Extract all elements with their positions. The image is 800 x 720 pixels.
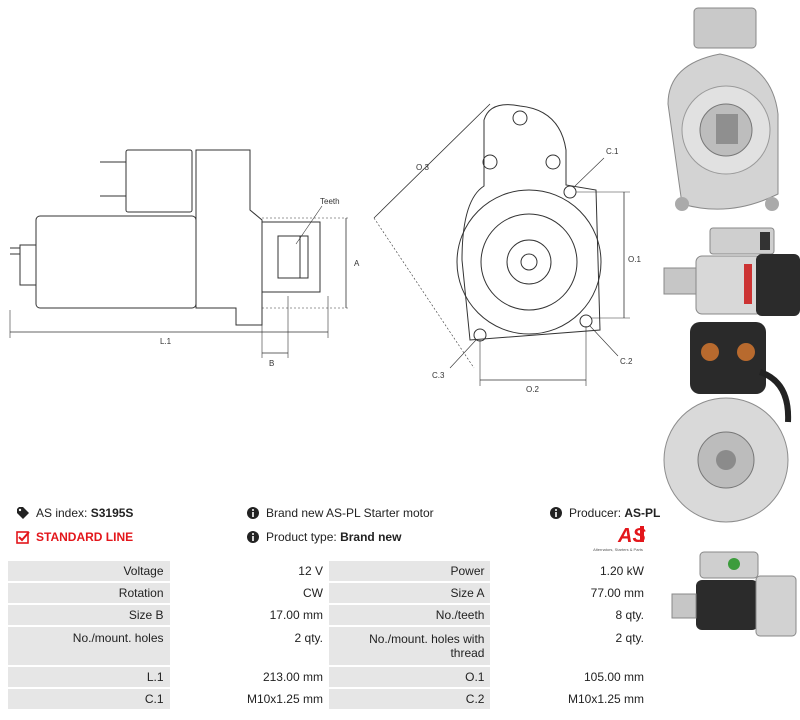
o3-dimension-line bbox=[373, 103, 491, 219]
as-index-row: AS index: S3195S bbox=[16, 506, 133, 520]
as-pl-logo: AS Alternators, Starters & Parts bbox=[586, 522, 648, 554]
spec-value: 1.20 kW bbox=[490, 561, 650, 581]
label-b: B bbox=[269, 359, 274, 368]
producer-row: Producer: AS-PL bbox=[549, 506, 660, 520]
table-row: Voltage 12 V Power 1.20 kW bbox=[8, 561, 650, 581]
standard-line-label: STANDARD LINE bbox=[36, 530, 134, 544]
spec-value: 8 qty. bbox=[490, 605, 650, 625]
front-view bbox=[373, 103, 630, 386]
drive-housing bbox=[195, 149, 263, 326]
spec-label: Power bbox=[328, 561, 491, 581]
product-photo-angle bbox=[671, 551, 797, 637]
product-type-label: Product type: bbox=[266, 530, 337, 544]
spec-value: 2 qty. bbox=[169, 627, 329, 665]
spec-value: M10x1.25 mm bbox=[169, 689, 329, 709]
table-row: Rotation CW Size A 77.00 mm bbox=[8, 583, 650, 603]
table-row: L.1 213.00 mm O.1 105.00 mm bbox=[8, 667, 650, 687]
spec-value: M10x1.25 mm bbox=[490, 689, 650, 709]
flange-outline bbox=[461, 104, 601, 341]
spec-value: CW bbox=[169, 583, 329, 603]
spec-label: C.1 bbox=[8, 689, 170, 709]
info-icon bbox=[550, 507, 562, 519]
as-index-value: S3195S bbox=[90, 506, 134, 520]
table-row: C.1 M10x1.25 mm C.2 M10x1.25 mm bbox=[8, 689, 650, 709]
spec-label: No./teeth bbox=[328, 605, 491, 625]
producer-label: Producer: bbox=[569, 506, 622, 520]
spec-label: Size B bbox=[8, 605, 170, 625]
producer-value: AS-PL bbox=[624, 506, 661, 520]
spec-value: 213.00 mm bbox=[169, 667, 329, 687]
mount-hole-c1 bbox=[563, 185, 577, 199]
mount-hole-c2 bbox=[579, 314, 593, 328]
technical-drawing: Teeth A B L.1 O.3 C.1 O.1 C.2 C.3 O.2 bbox=[9, 103, 641, 394]
checkbox-icon bbox=[16, 531, 30, 544]
spec-label: No./mount. holes with thread bbox=[328, 627, 491, 665]
info-icon bbox=[247, 507, 259, 519]
motor-body bbox=[35, 215, 197, 309]
label-o2: O.2 bbox=[526, 385, 539, 394]
label-o1: O.1 bbox=[628, 255, 641, 264]
label-o3: O.3 bbox=[416, 163, 429, 172]
label-a: A bbox=[354, 259, 360, 268]
spec-label: Rotation bbox=[8, 583, 170, 603]
as-logo-mark: AS bbox=[617, 525, 646, 547]
spec-value: 77.00 mm bbox=[490, 583, 650, 603]
standard-line-row: STANDARD LINE bbox=[16, 530, 133, 544]
spec-label: Voltage bbox=[8, 561, 170, 581]
spec-table: Voltage 12 V Power 1.20 kW Rotation CW S… bbox=[8, 559, 650, 711]
label-l1: L.1 bbox=[160, 337, 172, 346]
description-text: Brand new AS-PL Starter motor bbox=[266, 506, 434, 520]
product-photo-rear bbox=[663, 322, 792, 523]
solenoid bbox=[125, 149, 193, 213]
product-photo-front bbox=[667, 7, 779, 211]
spec-value: 105.00 mm bbox=[490, 667, 650, 687]
spec-label: No./mount. holes bbox=[8, 627, 170, 665]
table-row: No./mount. holes 2 qty. No./mount. holes… bbox=[8, 627, 650, 665]
label-teeth: Teeth bbox=[320, 197, 340, 206]
tag-icon bbox=[17, 507, 29, 519]
spec-value: 12 V bbox=[169, 561, 329, 581]
spec-label: Size A bbox=[328, 583, 491, 603]
product-type-value: Brand new bbox=[340, 530, 402, 544]
logo-tagline: Alternators, Starters & Parts bbox=[593, 547, 643, 552]
spec-label: C.2 bbox=[328, 689, 491, 709]
label-c2: C.2 bbox=[620, 357, 633, 366]
info-icon bbox=[247, 531, 259, 543]
label-c1: C.1 bbox=[606, 147, 619, 156]
spec-value: 17.00 mm bbox=[169, 605, 329, 625]
product-photo-side bbox=[663, 227, 800, 316]
spec-label: L.1 bbox=[8, 667, 170, 687]
motor-end-cap bbox=[19, 244, 37, 286]
side-view bbox=[9, 149, 350, 358]
label-c3: C.3 bbox=[432, 371, 445, 380]
product-type-row: Product type: Brand new bbox=[246, 530, 401, 544]
spec-label: O.1 bbox=[328, 667, 491, 687]
description-row: Brand new AS-PL Starter motor bbox=[246, 506, 434, 520]
mounting-flange bbox=[456, 189, 602, 335]
as-index-label: AS index: bbox=[36, 506, 88, 520]
pinion-gear bbox=[277, 235, 309, 279]
spec-value: 2 qty. bbox=[490, 627, 650, 665]
as-logo-text: AS bbox=[617, 525, 646, 547]
table-row: Size B 17.00 mm No./teeth 8 qty. bbox=[8, 605, 650, 625]
